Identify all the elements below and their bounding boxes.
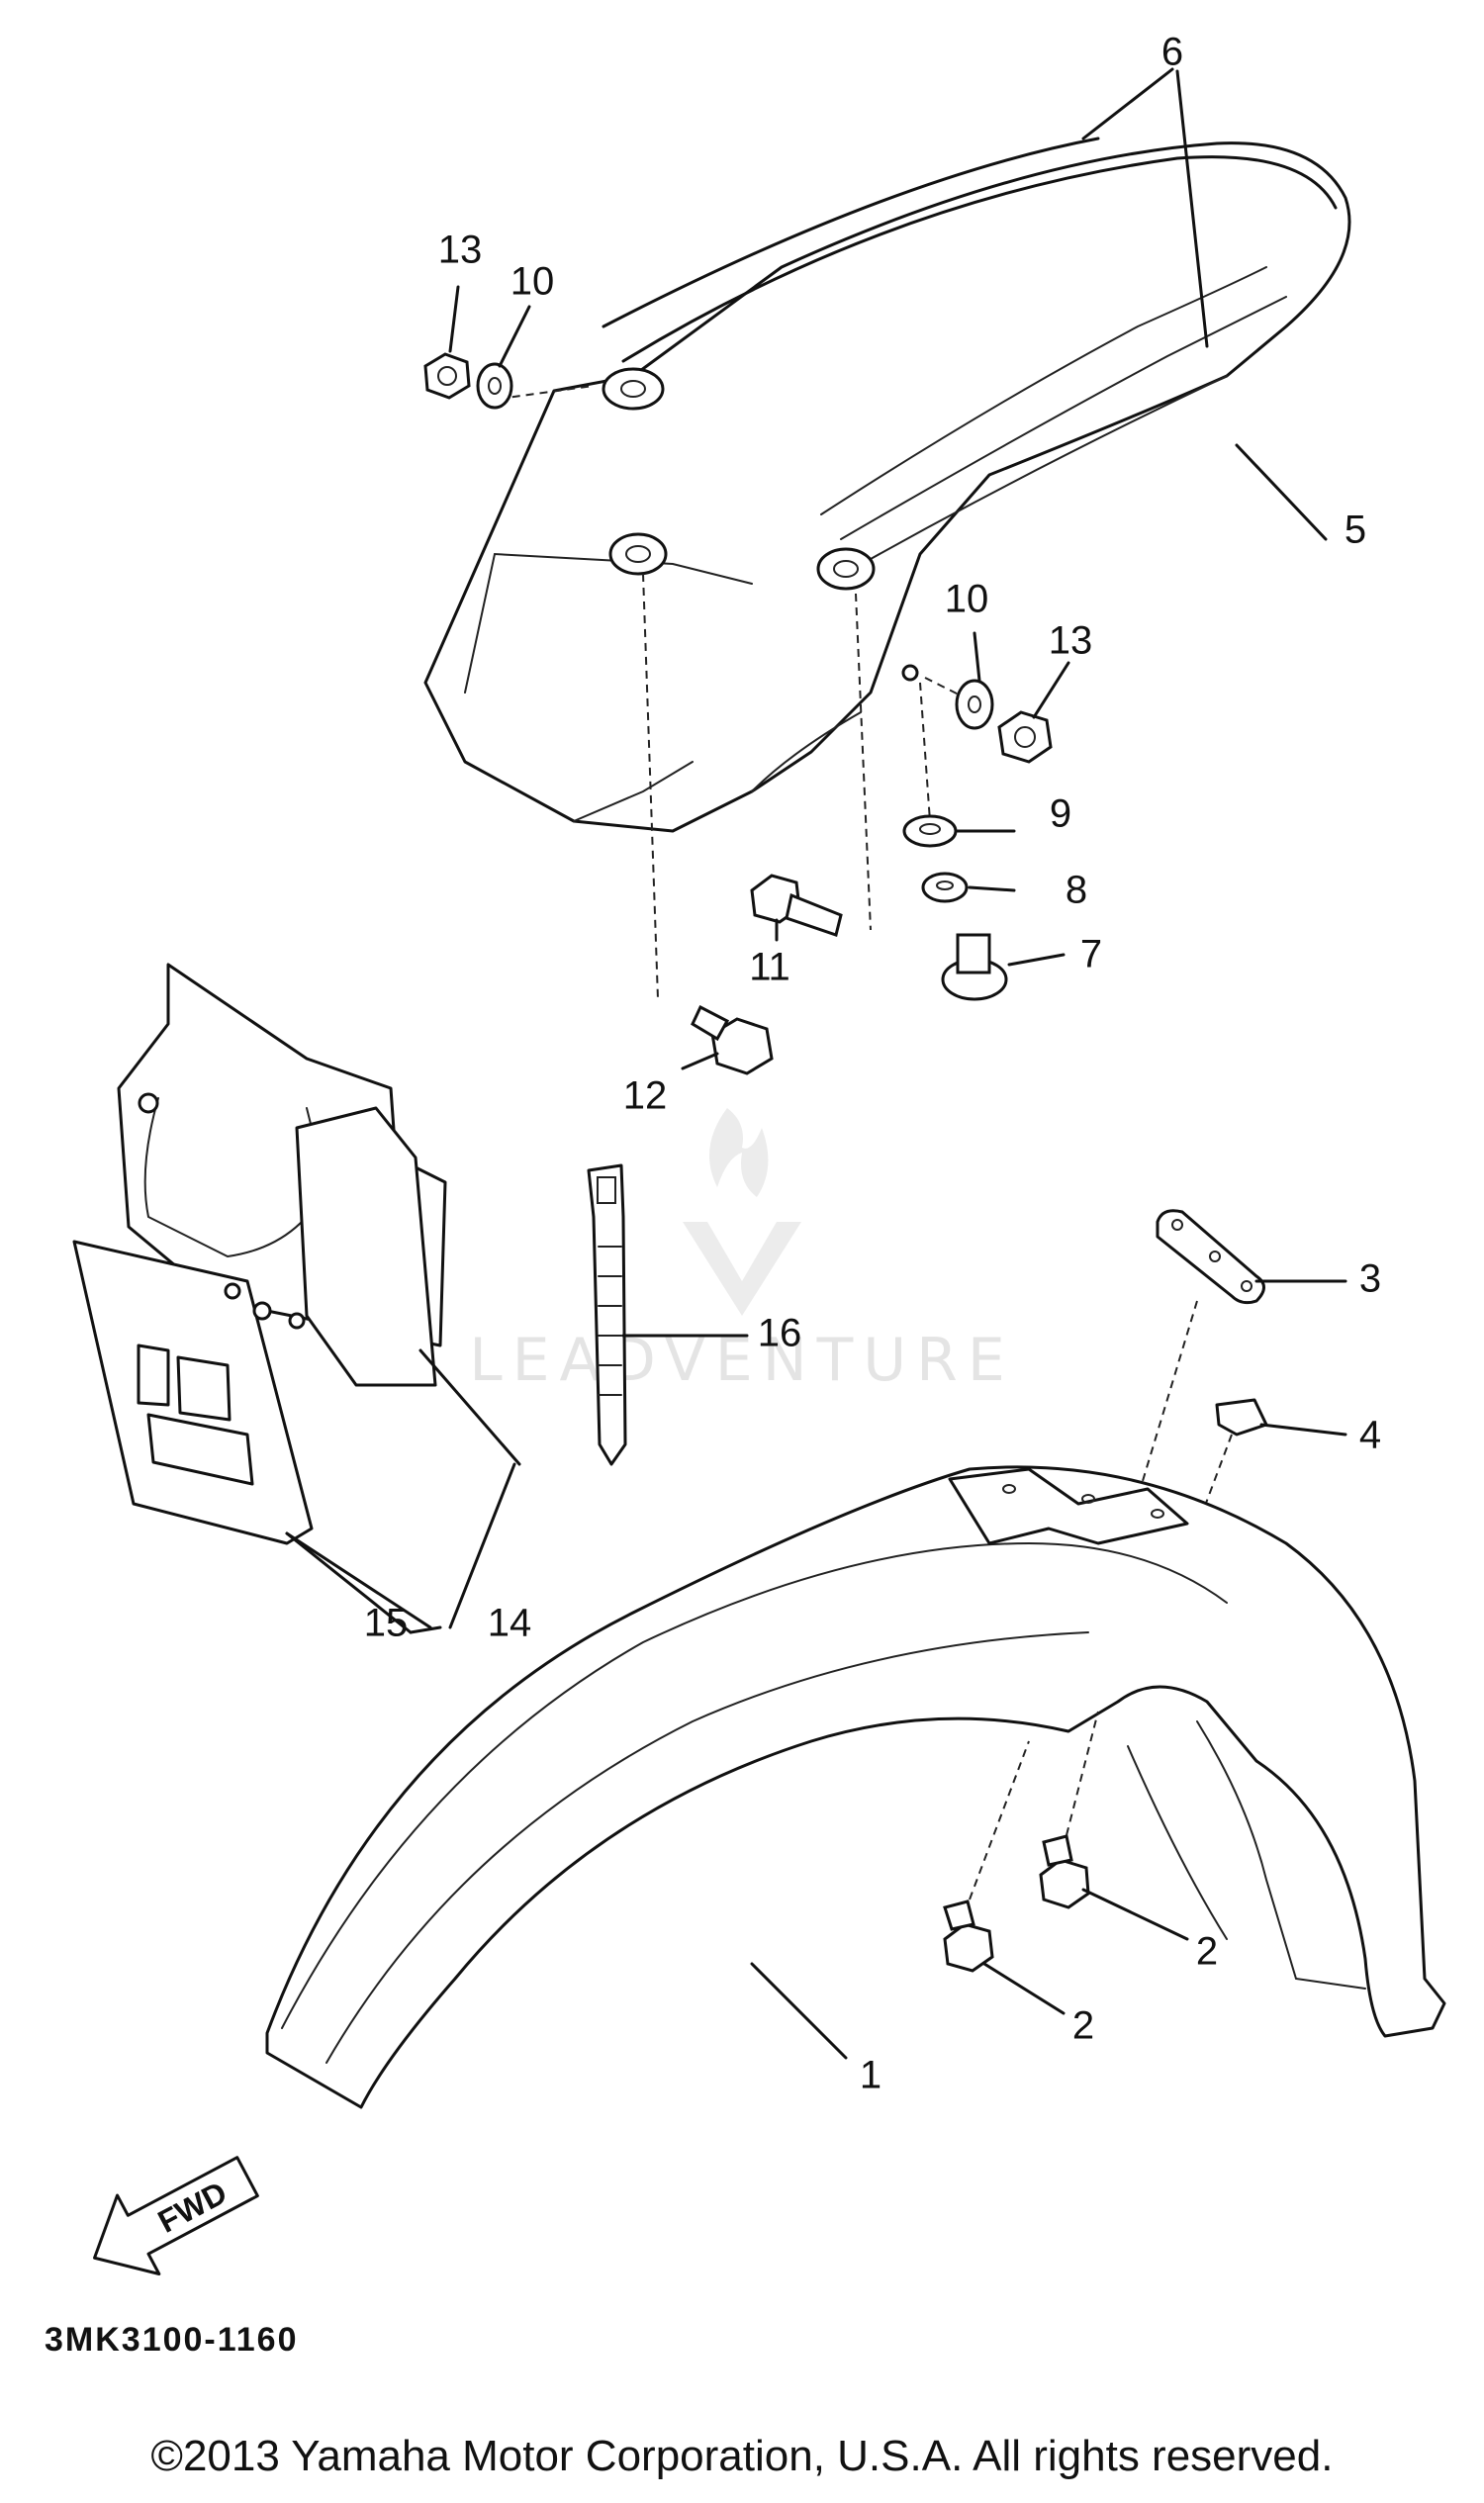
bolt-7 [941, 933, 1008, 1001]
bolt-2-left [943, 1900, 994, 1973]
bolt-11 [750, 874, 843, 937]
callouts: 1 2 2 3 4 5 6 7 8 9 10 10 11 12 13 13 14… [364, 31, 1381, 2097]
washer-10-top [476, 362, 513, 410]
nut-13-right [997, 710, 1053, 764]
callout-15: 15 [364, 1602, 409, 1645]
nut-13-top [423, 352, 471, 400]
watermark: LEADVENTURE [469, 1108, 1015, 1395]
callout-6: 6 [1161, 31, 1183, 74]
callout-13: 13 [438, 229, 483, 272]
grommet-hole [816, 547, 876, 591]
copyright-notice: ©2013 Yamaha Motor Corporation, U.S.A. A… [150, 2432, 1334, 2480]
cable-tie-16 [587, 1163, 627, 1466]
washer-10-right [955, 679, 994, 730]
watermark-text: LEADVENTURE [469, 1326, 1015, 1395]
callout-11: 11 [749, 946, 790, 989]
callout-4: 4 [1359, 1414, 1381, 1457]
callout-2: 2 [1196, 1930, 1218, 1974]
fwd-arrow-icon: FWD [93, 2156, 259, 2276]
rear-cover-assembly [423, 137, 1351, 833]
callout-10: 10 [945, 578, 989, 621]
front-fender-1 [265, 1465, 1446, 2109]
callout-7: 7 [1080, 933, 1102, 976]
callout-13: 13 [1049, 619, 1093, 663]
callout-5: 5 [1345, 509, 1366, 552]
callout-1: 1 [860, 2054, 881, 2097]
clip-nut-4 [1215, 1398, 1268, 1437]
callout-12: 12 [623, 1074, 668, 1118]
bolt-12 [691, 1004, 774, 1075]
callout-10: 10 [510, 260, 555, 304]
callout-16: 16 [758, 1312, 802, 1355]
bolt-2-right [1039, 1834, 1090, 1909]
leader-lines [285, 67, 1347, 2060]
grommet-hole [602, 367, 665, 411]
callout-3: 3 [1359, 1257, 1381, 1301]
callout-14: 14 [488, 1602, 532, 1645]
plate-3 [1156, 1209, 1265, 1305]
drawing-code: 3MK3100-1160 [45, 2321, 299, 2359]
washer-8 [921, 872, 969, 903]
grommet-hole [608, 532, 668, 576]
callout-9: 9 [1050, 792, 1071, 836]
collar-9 [902, 814, 958, 848]
callout-2: 2 [1072, 2004, 1094, 2048]
number-plate-assembly [72, 963, 447, 1545]
callout-8: 8 [1066, 869, 1087, 912]
